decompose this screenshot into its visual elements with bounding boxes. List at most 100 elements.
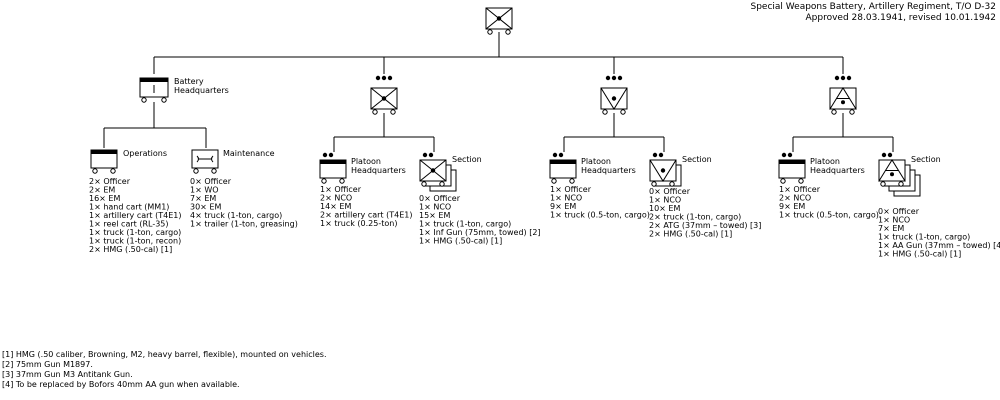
hq-pips — [552, 152, 564, 158]
wheel — [141, 97, 147, 103]
platoon-symbol-2 — [600, 87, 628, 115]
size-pip — [881, 152, 887, 158]
battery-hq-label: Battery — [174, 77, 204, 86]
platoon-hq-details-3: 1× truck (0.5-ton, cargo) — [779, 211, 879, 220]
maintenance-details: 1× WO — [190, 186, 219, 195]
hq-bar — [91, 150, 117, 154]
footnote-2: [2] 75mm Gun M1897. — [2, 360, 93, 369]
size-pip — [558, 152, 564, 158]
section-symbol-3 — [878, 159, 906, 187]
wheel — [569, 178, 575, 184]
size-pip — [840, 75, 846, 81]
gun-dot — [381, 96, 387, 101]
section-details-1: 1× truck (1-ton, cargo) — [419, 220, 511, 229]
section-label: Section — [452, 155, 482, 164]
platoon-hq-details-3: 9× EM — [779, 202, 805, 211]
platoon-hq-details-2: 1× NCO — [550, 194, 582, 203]
operations-details: 2× Officer — [89, 177, 131, 186]
gun-dot — [611, 96, 617, 101]
wheel — [211, 168, 217, 174]
operations-symbol — [90, 149, 118, 174]
size-pip — [322, 152, 328, 158]
size-pip — [617, 75, 623, 81]
section-details-1: 1× NCO — [419, 203, 451, 212]
size-pip — [787, 152, 793, 158]
wheel — [161, 97, 167, 103]
platoon-hq-symbol-3 — [778, 159, 806, 184]
wheel — [193, 168, 199, 174]
section-details-3: 1× NCO — [878, 216, 910, 225]
section-details-1: 0× Officer — [419, 194, 461, 203]
battery-symbol — [485, 7, 513, 35]
approval-date: Approved 28.03.1941, revised 10.01.1942 — [805, 13, 996, 23]
gun-dot — [660, 168, 666, 173]
wheel — [421, 181, 427, 187]
wheel — [620, 109, 626, 115]
platoon-hq-details-2: 1× truck (0.5-ton, cargo) — [550, 211, 650, 220]
size-pip — [658, 152, 664, 158]
platoon-symbol-3 — [829, 87, 857, 115]
size-pip — [834, 75, 840, 81]
wheel — [880, 181, 886, 187]
wheel — [487, 29, 493, 35]
platoon-hq-label: Platoon — [351, 157, 381, 166]
maintenance-details: 0× Officer — [190, 177, 232, 186]
wheel — [439, 181, 445, 187]
hq-bar — [550, 160, 576, 164]
footnotes: [1] HMG (.50 caliber, Browning, M2, heav… — [2, 350, 327, 390]
wrench-mark — [196, 155, 214, 163]
platoon-hq-label: Headquarters — [581, 166, 636, 175]
size-pip — [652, 152, 658, 158]
hq-pips — [322, 152, 334, 158]
section-details-2: 2× truck (1-ton, cargo) — [649, 213, 741, 222]
maintenance-symbol — [191, 149, 219, 174]
size-pip — [422, 152, 428, 158]
gun-dot — [841, 100, 845, 105]
hq-pips — [781, 152, 793, 158]
battery-hq-symbol — [139, 77, 169, 103]
platoon-hq-label: Headquarters — [810, 166, 865, 175]
platoon-hq-details-1: 2× artillery cart (T4E1) — [320, 211, 412, 220]
gun-dot — [890, 172, 894, 177]
section-details-1: 1× Inf Gun (75mm, towed) [2] — [419, 228, 541, 237]
section-label: Section — [682, 155, 712, 164]
section-pips — [881, 152, 893, 158]
antitank-mark — [600, 87, 628, 110]
operations-details: 1× truck (1-ton, cargo) — [89, 228, 181, 237]
diagram-title: Special Weapons Battery, Artillery Regim… — [750, 2, 997, 12]
size-pip — [381, 75, 387, 81]
antitank-mark — [649, 159, 677, 182]
gun-dot — [430, 168, 436, 173]
operations-details: 16× EM — [89, 194, 120, 203]
platoon-pips — [605, 75, 623, 81]
platoon-hq-details-3: 2× NCO — [779, 194, 811, 203]
size-pip — [887, 152, 893, 158]
platoon-hq-symbol-1 — [319, 159, 347, 184]
diagram-header: Special Weapons Battery, Artillery Regim… — [751, 2, 997, 24]
platoon-hq-label: Platoon — [810, 157, 840, 166]
platoon-symbol-1 — [370, 87, 398, 115]
size-pip — [781, 152, 787, 158]
hq-bar — [140, 78, 168, 82]
section-details-2: 2× HMG (.50-cal) [1] — [649, 230, 732, 239]
size-pip — [846, 75, 852, 81]
section-pips — [422, 152, 434, 158]
section-label: Section — [911, 155, 941, 164]
section-details-3: 1× HMG (.50-cal) [1] — [878, 250, 961, 259]
section-details-1: 15× EM — [419, 211, 450, 220]
wheel — [390, 109, 396, 115]
wheel — [372, 109, 378, 115]
platoon-pips — [834, 75, 852, 81]
maintenance-details: 30× EM — [190, 203, 221, 212]
maintenance-label: Maintenance — [223, 149, 275, 158]
operations-details: 1× reel cart (RL-35) — [89, 220, 169, 229]
platoon-hq-details-1: 2× NCO — [320, 194, 352, 203]
platoon-hq-details-2: 1× Officer — [550, 185, 592, 194]
platoon-hq-details-1: 14× EM — [320, 202, 351, 211]
wheel — [505, 29, 511, 35]
footnote-1: [1] HMG (.50 caliber, Browning, M2, heav… — [2, 350, 327, 359]
section-symbol-2 — [649, 159, 677, 187]
section-details-3: 7× EM — [878, 224, 904, 233]
wheel — [92, 168, 98, 174]
